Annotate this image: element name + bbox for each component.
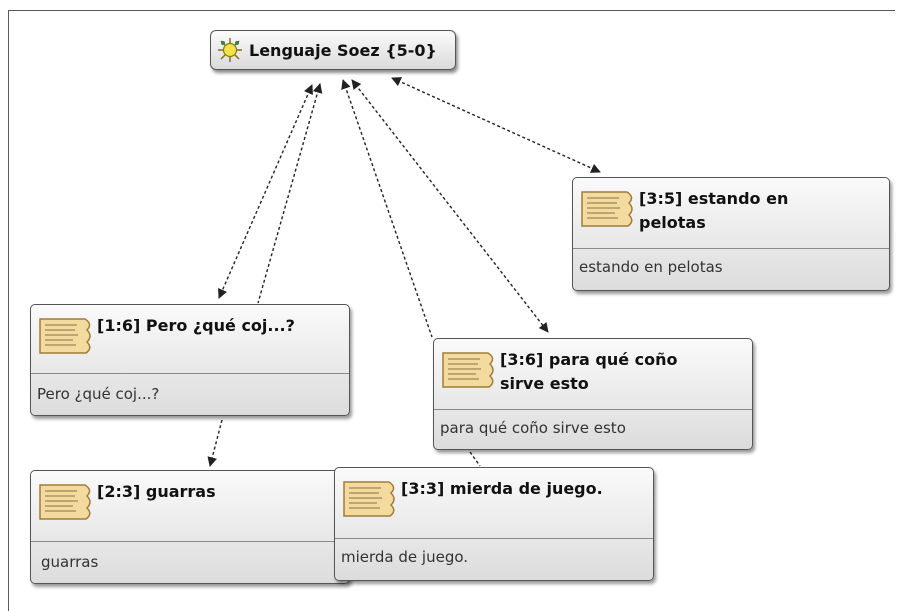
- network-links: [207, 77, 601, 467]
- quotation-title: [3:5] estando en pelotas: [639, 189, 789, 232]
- divider: [335, 538, 653, 539]
- quotation-card-1-6[interactable]: [1:6] Pero ¿qué coj...? Pero ¿qué coj...…: [30, 304, 350, 416]
- divider: [31, 541, 349, 542]
- code-label: Lenguaje Soez {5-0}: [249, 40, 437, 60]
- divider: [31, 373, 349, 374]
- link-q36-q33: [469, 451, 481, 467]
- link-code-q16-a: [218, 84, 313, 299]
- quotation-text: mierda de juego.: [341, 548, 469, 566]
- quotation-title: [3:3] mierda de juego.: [401, 479, 603, 498]
- canvas-frame: [8, 10, 895, 611]
- document-icon: [442, 352, 494, 388]
- document-icon: [39, 318, 91, 354]
- quotation-text: para qué coño sirve esto: [440, 419, 626, 437]
- document-icon: [343, 481, 395, 517]
- quotation-title: [1:6] Pero ¿qué coj...?: [97, 316, 295, 335]
- quotation-card-2-3[interactable]: [2:3] guarras guarras: [30, 470, 350, 584]
- quotation-text: Pero ¿qué coj...?: [37, 385, 160, 403]
- document-icon: [581, 191, 633, 227]
- quotation-text: guarras: [41, 553, 99, 571]
- quotation-card-3-5[interactable]: [3:5] estando en pelotas estando en pelo…: [572, 177, 890, 291]
- code-node[interactable]: Lenguaje Soez {5-0}: [210, 30, 456, 70]
- link-code-q35: [391, 77, 601, 173]
- link-code-q16-b: [257, 83, 323, 304]
- code-sun-icon: [218, 38, 242, 62]
- quotation-card-3-3[interactable]: [3:3] mierda de juego. mierda de juego.: [334, 467, 654, 581]
- quotation-card-3-6[interactable]: [3:6] para qué coño sirve esto para qué …: [433, 338, 753, 450]
- link-q16-q23: [207, 419, 223, 467]
- link-code-q36: [351, 79, 549, 333]
- divider: [573, 248, 889, 249]
- link-code-q33: [341, 79, 433, 338]
- divider: [434, 409, 752, 410]
- quotation-text: estando en pelotas: [579, 258, 723, 276]
- quotation-title: [3:6] para qué coño sirve esto: [500, 350, 678, 393]
- quotation-title: [2:3] guarras: [97, 482, 216, 501]
- document-icon: [39, 484, 91, 520]
